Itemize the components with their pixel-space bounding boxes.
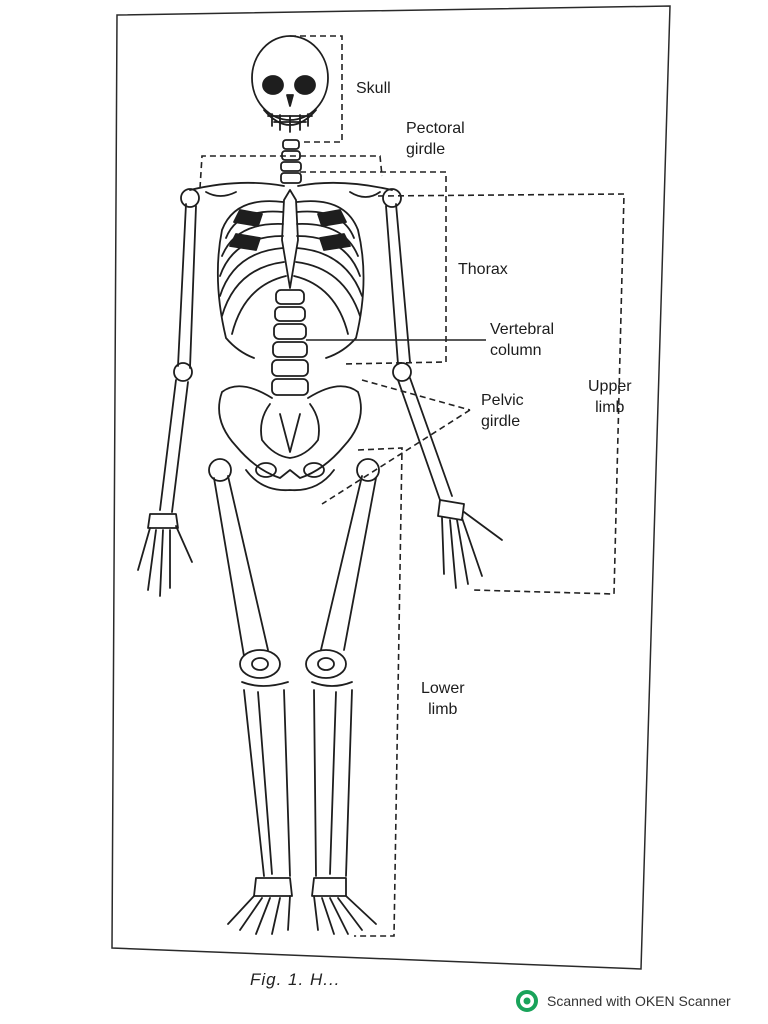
annotation-lines (199, 35, 625, 937)
figure-border (111, 5, 671, 970)
skull-drawing (251, 35, 329, 133)
pectoral-girdle-bracket (199, 155, 383, 189)
watermark-text: Scanned with OKEN Scanner (547, 993, 731, 1009)
legs-drawing (208, 458, 380, 935)
pelvic-girdle-leader-lower (321, 409, 471, 505)
left-arm-drawing (137, 203, 197, 597)
neck-vertebrae-drawing (280, 139, 302, 184)
vertebral-column-label: Vertebral column (490, 321, 555, 359)
skull-bracket (290, 35, 343, 143)
upper-limb-bracket (377, 193, 625, 595)
skull-label: Skull (356, 80, 391, 97)
pectoral-girdle-label: Pectoral girdle (406, 120, 465, 158)
skeleton-illustration (137, 35, 503, 935)
upper-limb-label: Upper limb (588, 378, 632, 416)
scanner-watermark: Scanned with OKEN Scanner (516, 989, 731, 1013)
pelvic-girdle-label: Pelvic girdle (481, 392, 524, 430)
thorax-bracket (300, 171, 447, 365)
vertebral-column-drawing (271, 289, 309, 396)
pelvic-girdle-leader-upper (361, 379, 471, 411)
right-arm-drawing (385, 203, 503, 589)
oken-scanner-logo-icon (516, 990, 538, 1012)
rib-cage-drawing (216, 189, 365, 359)
lower-limb-bracket (354, 447, 403, 937)
thorax-label: Thorax (458, 261, 508, 278)
pelvis-drawing (218, 385, 362, 492)
lower-limb-label: Lower limb (421, 680, 465, 718)
figure-caption: Fig. 1. H... (250, 970, 341, 989)
